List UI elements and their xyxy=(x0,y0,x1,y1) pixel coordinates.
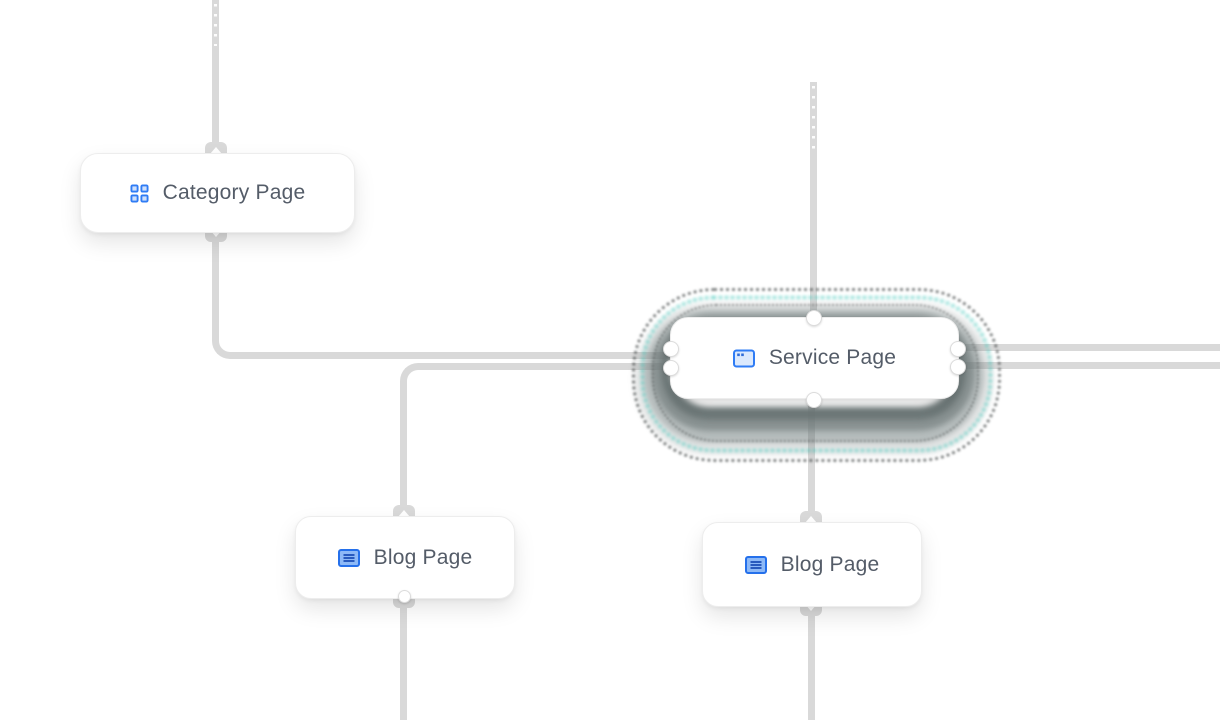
connection-handle-left-1[interactable] xyxy=(663,341,679,357)
connector-category-to-service xyxy=(212,231,677,359)
node-blog-page-right[interactable]: Blog Page xyxy=(702,522,922,607)
node-label: Blog Page xyxy=(373,545,473,569)
collapse-arrow-category-top[interactable] xyxy=(205,142,227,155)
node-label: Blog Page xyxy=(780,552,880,576)
chevron-down-icon xyxy=(210,230,222,237)
chevron-down-icon xyxy=(805,604,817,611)
selection-glow-speckle-inner xyxy=(652,304,979,442)
selection-glow-speckle-teal xyxy=(641,296,992,452)
article-icon xyxy=(337,548,360,567)
node-blog-page-left[interactable]: Blog Page xyxy=(295,516,515,599)
connector-service-right-2 xyxy=(957,362,1220,369)
node-label: Service Page xyxy=(768,346,897,369)
connector-blog-left-to-bottom xyxy=(400,597,407,720)
connector-dots xyxy=(214,4,217,46)
connection-handle-left-2[interactable] xyxy=(663,360,679,376)
connection-handle-right-2[interactable] xyxy=(950,359,966,375)
connector-service-right-1 xyxy=(957,344,1220,351)
selection-glow-speckle-outer xyxy=(632,288,1001,462)
connection-handle-top[interactable] xyxy=(806,310,822,326)
chevron-up-icon xyxy=(210,147,222,154)
node-service-page[interactable]: Service Page xyxy=(670,317,959,399)
chevron-up-icon xyxy=(805,516,817,523)
connector-top-to-category xyxy=(212,0,219,153)
connector-top-to-service xyxy=(810,82,817,317)
connection-handle-blog-left-bottom[interactable] xyxy=(398,590,411,603)
connection-handle-bottom[interactable] xyxy=(806,392,822,408)
collapse-arrow-blog-left-top[interactable] xyxy=(393,505,415,518)
connector-dots xyxy=(812,86,815,154)
connector-blog-right-to-bottom xyxy=(808,605,815,720)
article-icon xyxy=(744,555,767,574)
node-label: Category Page xyxy=(162,181,306,204)
browser-icon xyxy=(732,349,755,368)
node-category-page[interactable]: Category Page xyxy=(80,153,355,233)
grid-icon xyxy=(130,183,149,203)
collapse-arrow-blog-right-top[interactable] xyxy=(800,511,822,524)
connection-handle-right-1[interactable] xyxy=(950,341,966,357)
chevron-up-icon xyxy=(398,510,410,517)
connector-service-to-blog-left xyxy=(400,363,677,523)
